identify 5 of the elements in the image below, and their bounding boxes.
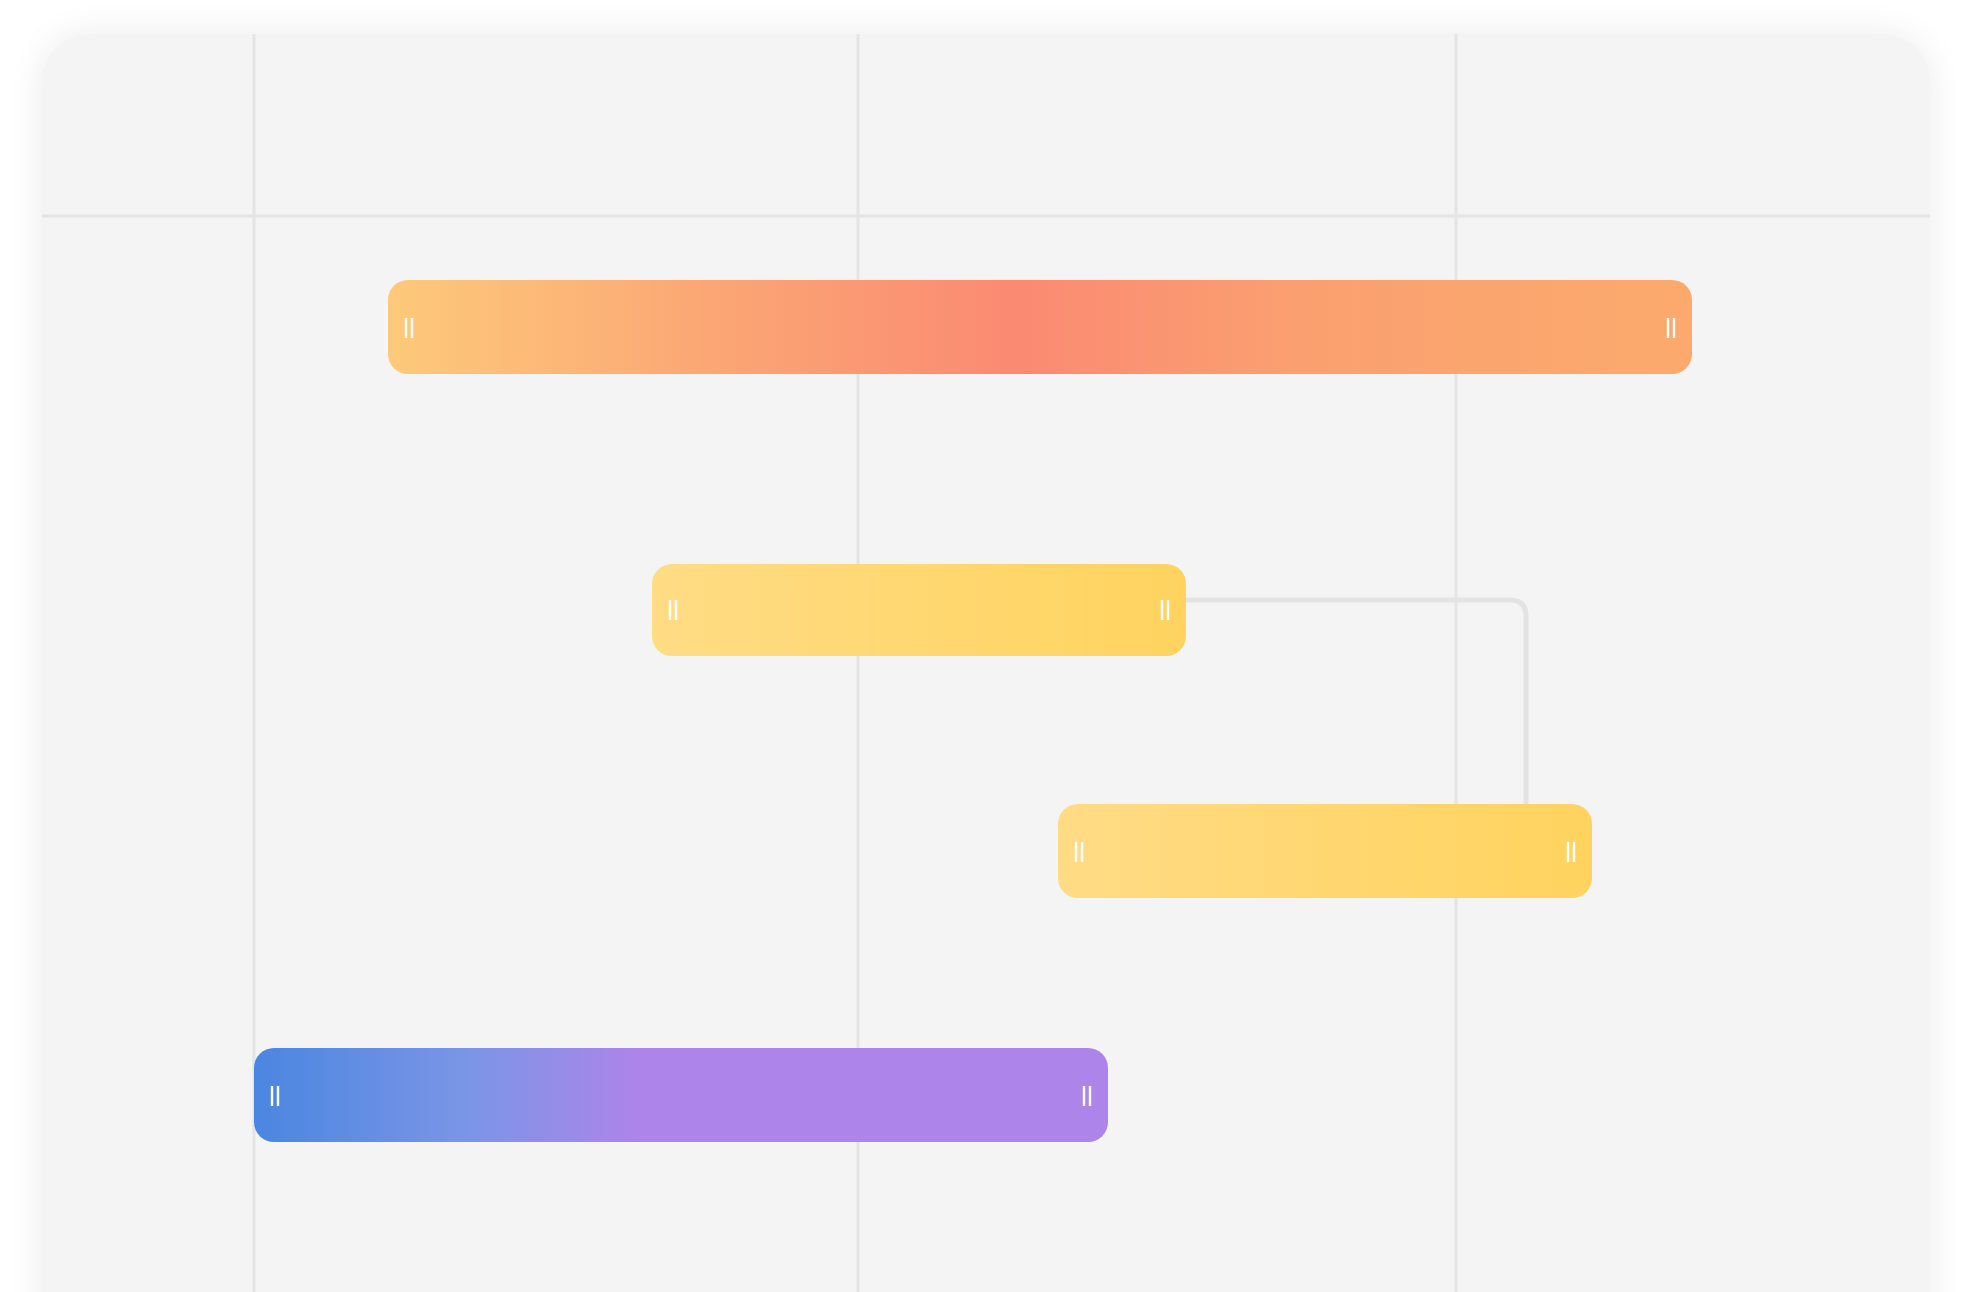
task-bar: [254, 1048, 1108, 1142]
task-bar: [652, 564, 1186, 656]
task-bar: [1058, 804, 1592, 898]
task-bar: [388, 280, 1692, 374]
connector-line: [1186, 597, 1529, 804]
